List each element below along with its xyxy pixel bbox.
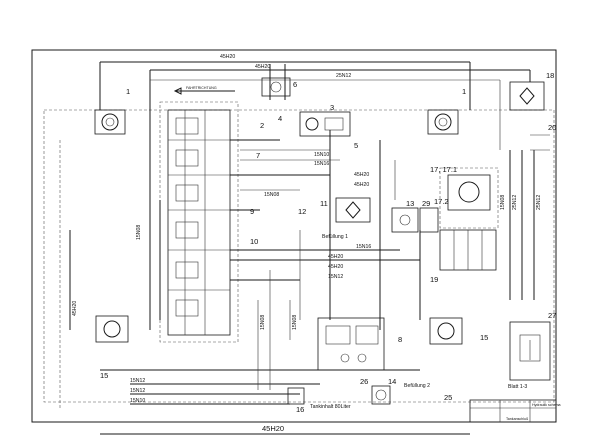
- valve-side-pipes: [230, 139, 420, 281]
- callout-13: 13: [406, 199, 414, 208]
- pipe-label-15n10-l3: 15N10: [130, 398, 145, 404]
- callout-15-right: 15: [480, 333, 488, 342]
- callout-11: 11: [320, 199, 328, 208]
- valve-6: [261, 77, 291, 97]
- direction-arrow: [173, 87, 235, 95]
- pipe-label-25n12-r1: 25N12: [512, 195, 518, 210]
- pipe-label-25n12-top: 25N12: [336, 73, 351, 79]
- motor-17: [439, 167, 499, 229]
- callout-2: 2: [260, 121, 264, 130]
- label-tankanschluss: Tankanschluß: [506, 417, 529, 421]
- label-fahrtrichtung: FAHRTRICHTUNG: [186, 86, 217, 90]
- callout-12: 12: [298, 207, 306, 216]
- valve-block-main: [159, 101, 239, 343]
- pipe-label-15n08-r3: 15N08: [500, 195, 506, 210]
- label-footer: Hydraulik schema: [532, 403, 561, 407]
- pipe-label-15n08-v1: 15N08: [260, 315, 266, 330]
- pipe-label-15n16-f: 15N16: [356, 244, 371, 250]
- callout-16: 16: [296, 405, 304, 414]
- motor-15-left: [95, 315, 129, 343]
- callout-10: 10: [250, 237, 258, 246]
- valve-4-5: [299, 111, 351, 137]
- pipe-label-45h20-e: 45H20: [354, 182, 369, 188]
- pipe-label-15n12-l2: 15N12: [130, 388, 145, 394]
- label-befuellung-1: Befüllung 1: [322, 234, 348, 240]
- callout-17-2: 17.2: [434, 197, 449, 206]
- callout-25: 25: [444, 393, 452, 402]
- tank-16: [287, 387, 305, 405]
- callout-20: 20: [548, 123, 556, 132]
- inner-dashed-frame: [43, 109, 555, 403]
- pipe-label-top-45h20: 45H20: [220, 54, 235, 60]
- callout-27: 27: [548, 311, 556, 320]
- callout-29: 29: [422, 199, 430, 208]
- pipe-label-15n08: 15N08: [264, 192, 279, 198]
- middle-vertical-pipes: [299, 130, 421, 330]
- pipe-label-top2-45h20: 45H20: [255, 64, 270, 70]
- pipe-label-25n12-r2: 25N12: [536, 195, 542, 210]
- callout-26: 26: [360, 377, 368, 386]
- callout-1-left: 1: [126, 87, 130, 96]
- callout-4: 4: [278, 114, 282, 123]
- label-blatt: Blatt 1-3: [508, 384, 527, 390]
- title-block: [469, 399, 557, 423]
- tank-27: [509, 321, 551, 381]
- callout-17: 17, 17.1: [430, 165, 457, 174]
- pipe-label-45h20-d: 45H20: [354, 172, 369, 178]
- tank-14: [371, 385, 391, 405]
- callout-18: 18: [546, 71, 554, 80]
- pipe-label-45h20-bottom: 45H20: [262, 424, 284, 433]
- pipe-label-45h20-h: 45H20: [328, 264, 343, 270]
- pipe-label-15n12-i: 15N12: [328, 274, 343, 280]
- drawing-frame: [31, 49, 557, 423]
- pipe-label-15n08-v2: 15N08: [292, 315, 298, 330]
- left-vertical-pipes: [59, 130, 161, 410]
- motor-1-right: [427, 109, 459, 135]
- callout-15-left: 15: [100, 371, 108, 380]
- callout-3: 3: [330, 103, 334, 112]
- callout-7: 7: [256, 151, 260, 160]
- callout-1-right: 1: [462, 87, 466, 96]
- connector-19: [439, 229, 497, 271]
- right-vertical-pipes: [509, 134, 550, 300]
- valve-13: [391, 207, 419, 233]
- pipe-label-15n10: 15N10: [314, 152, 329, 158]
- callout-19: 19: [430, 275, 438, 284]
- callout-9: 9: [250, 207, 254, 216]
- label-tankinhalt: Tankinhalt 80Liter: [310, 404, 351, 410]
- top-pipe-group: [99, 61, 531, 150]
- callout-5: 5: [354, 141, 358, 150]
- pipe-label-45h20-g: 45H20: [328, 254, 343, 260]
- callout-6: 6: [293, 80, 297, 89]
- pipe-label-15n16: 15N16: [314, 161, 329, 167]
- callout-8: 8: [398, 335, 402, 344]
- control-block-8: [317, 317, 385, 371]
- pipe-label-15n12-l1: 15N12: [130, 378, 145, 384]
- filter-11: [335, 197, 371, 223]
- pipe-label-15n08-left: 15N08: [136, 225, 142, 240]
- callout-14: 14: [388, 377, 396, 386]
- label-befuellung-2: Befüllung 2: [404, 383, 430, 389]
- bottom-pipes: [100, 270, 420, 405]
- filter-18: [509, 81, 545, 111]
- valve-29: [419, 207, 439, 233]
- pipe-label-45h20-left: 45H20: [72, 301, 78, 316]
- motor-1-left: [94, 109, 126, 135]
- motor-15-right: [429, 317, 463, 345]
